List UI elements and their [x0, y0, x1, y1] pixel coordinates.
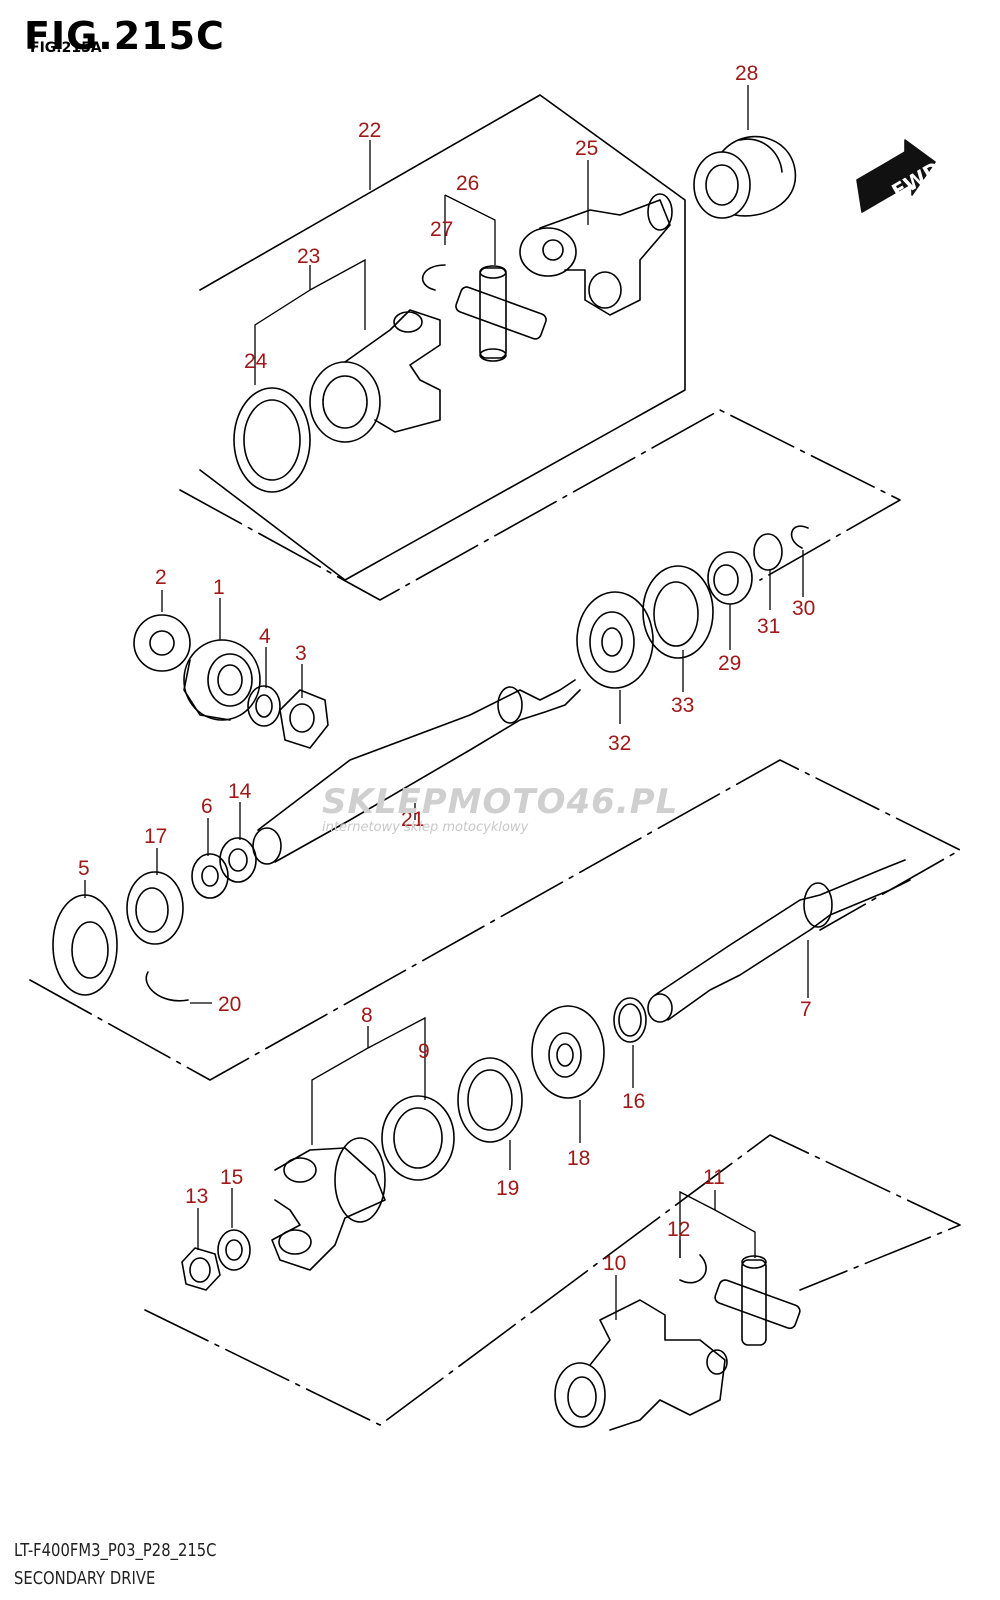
part-20-clip — [145, 971, 189, 1002]
part-17-bearing — [126, 871, 184, 945]
callout-25: 25 — [575, 137, 598, 160]
callout-30: 30 — [792, 597, 815, 620]
callout-1: 1 — [213, 576, 225, 599]
callout-3: 3 — [295, 642, 307, 665]
part-26-cross — [455, 265, 547, 362]
callout-29: 29 — [718, 652, 741, 675]
group-frame-22 — [199, 94, 686, 581]
callout-10: 10 — [603, 1252, 626, 1275]
callout-numbers: 22 23 24 26 27 25 28 2 1 4 3 32 33 29 31… — [78, 62, 815, 1275]
callout-18: 18 — [567, 1147, 590, 1170]
part-27-clip — [421, 264, 446, 291]
part-31-clip — [753, 533, 783, 571]
figure-title: FIG.215C — [24, 14, 225, 58]
part-1-gear — [183, 639, 261, 721]
part-29-collar — [707, 551, 753, 605]
callout-27: 27 — [430, 218, 453, 241]
callout-8: 8 — [361, 1004, 373, 1027]
fwd-arrow-icon — [856, 139, 936, 213]
figure-subtitle: FIG.215A — [30, 40, 102, 56]
callout-14: 14 — [228, 780, 252, 803]
part-13-nut — [181, 1247, 221, 1291]
part-28-boot — [693, 135, 797, 219]
callout-31: 31 — [757, 615, 780, 638]
part-10-yoke — [554, 1299, 728, 1431]
callout-11: 11 — [703, 1166, 725, 1189]
callout-33: 33 — [671, 694, 694, 717]
part-6-washer — [191, 853, 229, 899]
part-3-nut — [279, 689, 329, 749]
callout-20: 20 — [218, 993, 241, 1016]
part-23-yoke — [309, 309, 441, 443]
callout-9: 9 — [418, 1040, 430, 1063]
callout-19: 19 — [496, 1177, 519, 1200]
part-18-bearing — [531, 1005, 605, 1099]
callout-15: 15 — [220, 1166, 243, 1189]
callout-17: 17 — [144, 825, 167, 848]
part-9-seal — [381, 1095, 455, 1181]
callout-28: 28 — [735, 62, 758, 85]
callout-32: 32 — [608, 732, 631, 755]
watermark-subtext: internetowy sklep motocyklowy — [322, 820, 529, 835]
part-32-bearing — [576, 591, 654, 689]
part-24-seal — [233, 387, 311, 493]
part-8-yoke — [271, 1137, 386, 1271]
part-19-seal — [457, 1057, 523, 1143]
group-frame-22-lower — [179, 409, 901, 601]
part-5-gear — [52, 894, 118, 996]
callout-26: 26 — [456, 172, 479, 195]
callout-2: 2 — [155, 566, 167, 589]
callout-13: 13 — [185, 1185, 208, 1208]
callout-22: 22 — [358, 119, 381, 142]
callout-4: 4 — [259, 625, 271, 648]
callout-21: 21 — [401, 808, 424, 831]
group-frame-10 — [144, 1134, 961, 1426]
part-21-shaft — [252, 679, 581, 865]
callout-7: 7 — [800, 998, 812, 1021]
part-25-yoke — [519, 193, 673, 316]
leader-lines — [84, 85, 809, 1320]
part-15-washer — [217, 1229, 251, 1271]
callout-16: 16 — [622, 1090, 645, 1113]
callout-23: 23 — [297, 245, 320, 268]
callout-6: 6 — [201, 795, 213, 818]
figure-code: LT-F400FM3_P03_P28_215C — [14, 1540, 217, 1561]
part-14-collar — [219, 837, 257, 883]
part-33-seal — [642, 565, 714, 659]
group-frame-7 — [29, 759, 961, 1081]
part-11-cross — [714, 1255, 801, 1346]
part-12-clip — [679, 1254, 707, 1284]
callout-24: 24 — [244, 350, 268, 373]
callout-12: 12 — [667, 1218, 690, 1241]
part-2-washer — [133, 614, 191, 672]
figure-name: SECONDARY DRIVE — [14, 1568, 156, 1589]
part-30-clip — [790, 525, 809, 549]
watermark-text: SKLEPMOTO46.PL — [322, 782, 679, 822]
callout-5: 5 — [78, 857, 90, 880]
part-4-washer — [247, 685, 281, 727]
part-16-oring — [613, 997, 647, 1043]
part-7-shaft — [647, 859, 911, 1023]
